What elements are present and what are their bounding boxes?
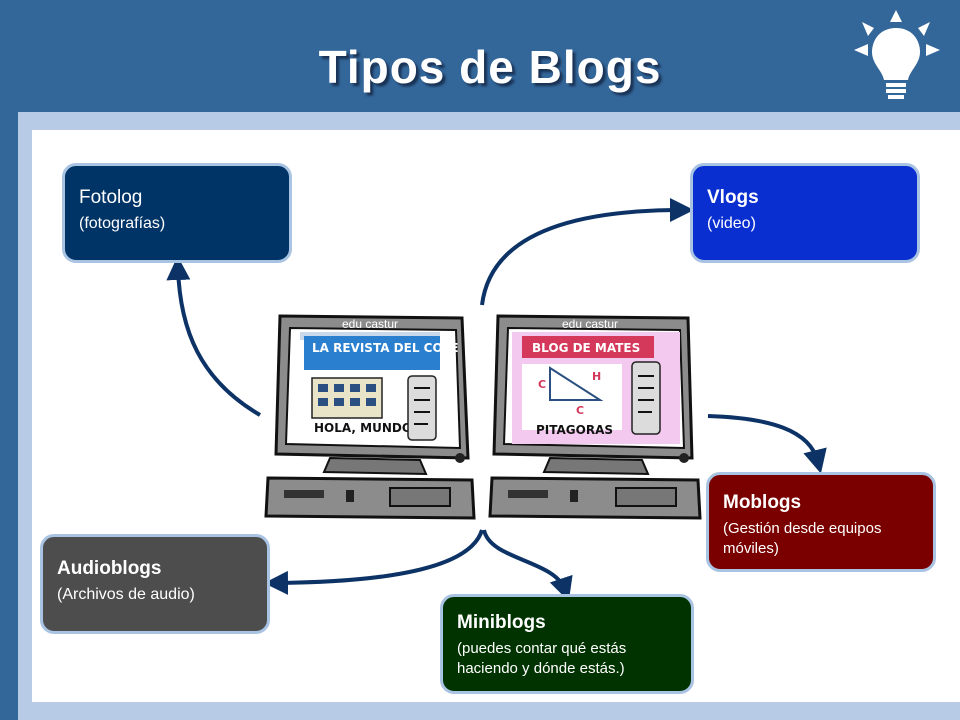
lightbulb-icon xyxy=(854,10,940,99)
screen-right-h: H xyxy=(592,370,601,383)
screen-left-caption: HOLA, MUNDO! xyxy=(314,421,418,435)
screen-right-caption: PITAGORAS xyxy=(536,423,613,437)
computer-left: edu castur LA REVISTA DEL COLE HOLA, MUN… xyxy=(264,314,476,520)
box-vlogs: Vlogs (video) xyxy=(690,163,920,263)
box-moblogs: Moblogs (Gestión desde equipos móviles) xyxy=(706,472,936,572)
screen-right-header: BLOG DE MATES xyxy=(532,341,640,355)
box-miniblogs: Miniblogs (puedes contar qué estás hacie… xyxy=(440,594,694,694)
screen-left-brand: edu castur xyxy=(342,317,398,331)
screen-left-header: LA REVISTA DEL COLE xyxy=(312,341,459,355)
box-fotolog: Fotolog (fotografías) xyxy=(62,163,292,263)
box-vlogs-subtitle: (video) xyxy=(707,215,756,232)
computers-illustration: edu castur LA REVISTA DEL COLE HOLA, MUN… xyxy=(264,314,702,520)
screen-right-c1: C xyxy=(538,378,546,391)
screen-right-c2: C xyxy=(576,404,584,417)
box-fotolog-title: Fotolog xyxy=(79,187,143,208)
box-miniblogs-title: Miniblogs xyxy=(457,612,546,633)
box-audioblogs-subtitle: (Archivos de audio) xyxy=(57,586,195,603)
page-title: Tipos de Blogs xyxy=(318,41,662,93)
box-vlogs-title: Vlogs xyxy=(707,187,759,208)
box-moblogs-subtitle: (Gestión desde equipos móviles) xyxy=(723,520,882,557)
screen-right-brand: edu castur xyxy=(562,317,618,331)
box-audioblogs: Audioblogs (Archivos de audio) xyxy=(40,534,270,634)
computer-right: edu castur BLOG DE MATES C H C PITAGORAS xyxy=(488,314,702,520)
box-audioblogs-title: Audioblogs xyxy=(57,558,162,579)
box-fotolog-subtitle: (fotografías) xyxy=(79,215,166,232)
box-miniblogs-subtitle: (puedes contar qué estás haciendo y dónd… xyxy=(457,640,627,677)
box-moblogs-title: Moblogs xyxy=(723,492,802,513)
